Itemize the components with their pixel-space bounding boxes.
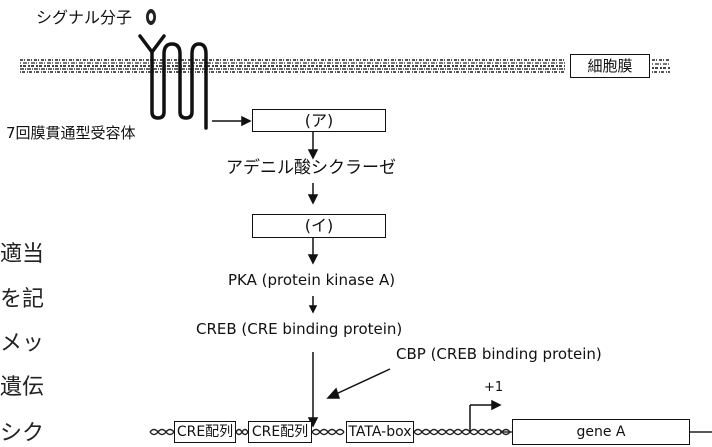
- arrow-pka-to-creb: [308, 296, 318, 314]
- tss-arrow: [469, 399, 502, 432]
- receptor-icon: [138, 34, 208, 130]
- box-i: (イ): [252, 214, 386, 238]
- receptor-label: 7回膜貫通型受容体: [6, 124, 136, 142]
- signal-molecule-icon: [146, 9, 156, 25]
- side-text-5: シク: [0, 421, 45, 446]
- side-text-4: 遺伝: [0, 375, 45, 400]
- cell-membrane-label: 細胞膜: [570, 54, 650, 78]
- arrow-a-to-ac: [307, 132, 319, 160]
- arrow-creb-to-dna: [307, 352, 319, 428]
- arrow-receptor-to-a: [212, 115, 252, 127]
- box-a: (ア): [252, 109, 386, 132]
- tss-label: +1: [484, 380, 504, 395]
- side-text-2: を記: [0, 287, 45, 312]
- cbp-label: CBP (CREB binding protein): [396, 345, 602, 363]
- signal-molecule-label: シグナル分子: [36, 8, 133, 27]
- creb-label: CREB (CRE binding protein): [196, 320, 403, 338]
- dna-strands: [149, 428, 712, 436]
- cre-element-2: CRE配列: [248, 421, 312, 443]
- side-text-3: メッ: [0, 331, 45, 356]
- cell-membrane-band: [20, 58, 670, 75]
- tata-box: TATA-box: [346, 421, 414, 443]
- cre-element-1: CRE配列: [174, 421, 236, 443]
- arrow-ac-to-box: [307, 183, 319, 205]
- side-text-1: 適当: [0, 242, 45, 267]
- gene-a: gene A: [512, 419, 690, 445]
- arrow-cbp: [326, 368, 391, 399]
- pka-label: PKA (protein kinase A): [228, 271, 396, 289]
- adenylate-cyclase-label: アデニル酸シクラーゼ: [226, 158, 396, 178]
- arrow-i-to-pka: [307, 238, 319, 265]
